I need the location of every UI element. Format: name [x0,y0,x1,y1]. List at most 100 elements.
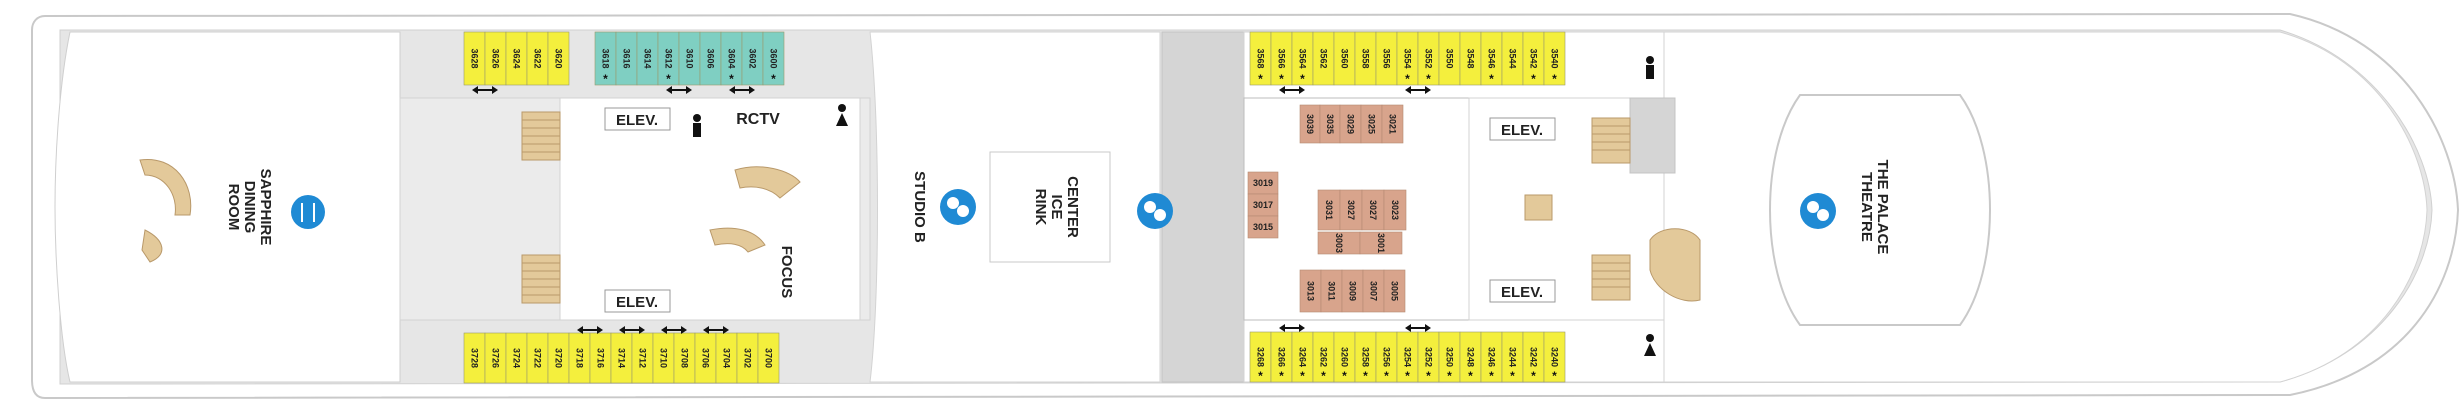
connecting-arrow [1405,324,1431,332]
cabin-3700[interactable] [757,332,780,384]
theatre-label-line-1: THE PALACE [1874,160,1891,255]
spiral-stair-focus-1 [734,166,801,199]
elevator-box [604,289,671,313]
cabin-3240[interactable] [1543,331,1566,383]
cabin-number: 3600 [769,48,779,68]
rctv-label: RCTV [736,111,780,128]
cabin-number: 3544 [1508,48,1518,68]
accessible-marker: * [1384,369,1389,383]
cabin-number: 3566 [1277,48,1287,68]
cabin-number: 3027 [1346,200,1356,220]
cabin-number: 3722 [533,348,543,368]
focus-label: FOCUS [778,246,795,299]
aft-mid-open [559,97,861,321]
studio-b-label: STUDIO B [911,171,928,243]
cabin-3023[interactable] [1383,189,1407,231]
cabin-number: 3256 [1382,347,1392,367]
cabin-number: 3015 [1253,222,1273,232]
elevator-label: ELEV. [1501,284,1543,301]
cabin-number: 3023 [1390,200,1400,220]
dining-icon [291,195,325,229]
accessible-marker: * [1426,369,1431,383]
cabin-number: 3548 [1466,48,1476,68]
palace-theatre-label: THE PALACE THEATRE [1858,160,1891,255]
cabin-number: 3013 [1306,281,1316,301]
cabin-number: 3001 [1376,233,1386,253]
cabin-number: 3700 [764,348,774,368]
spiral-stair-focus-2 [709,227,766,253]
cabin-number: 3250 [1445,347,1455,367]
cabin-number: 3540 [1550,48,1560,68]
cabin-number: 3606 [706,48,716,68]
spiral-stair-fwd [1649,228,1701,302]
cabin-number: 3009 [1348,281,1358,301]
theatre-masks-icon [940,189,976,225]
cabin-number: 3260 [1340,347,1350,367]
cabin-number: 3712 [638,348,648,368]
cabin-number: 3254 [1403,347,1413,367]
cabin-number: 3027 [1368,200,1378,220]
elevator-box [1489,117,1556,141]
accessible-marker: * [603,72,608,86]
connecting-arrow [1405,86,1431,94]
accessible-marker: * [1468,369,1473,383]
cabin-3021[interactable] [1381,104,1404,144]
theatre-label-line-2: THEATRE [1858,172,1875,242]
cabin-number: 3554 [1403,48,1413,68]
cabin-number: 3564 [1298,48,1308,68]
cabin-number: 3706 [701,348,711,368]
accessible-marker: * [1426,72,1431,86]
cabin-3600[interactable] [762,31,785,86]
cabin-number: 3552 [1424,48,1434,68]
stairs-aft-top [521,111,561,161]
cabin-number: 3618 [601,48,611,68]
cabin-number: 3542 [1529,48,1539,68]
elevator-label: ELEV. [616,294,658,311]
rink-label-line-1: CENTER [1064,176,1081,238]
stairs-fwd-top [1591,117,1631,164]
connecting-arrow [666,86,692,94]
cabin-3005[interactable] [1383,269,1406,313]
cabin-number: 3246 [1487,347,1497,367]
cabin-3001[interactable] [1359,231,1403,255]
cabin-number: 3007 [1369,281,1379,301]
accessible-marker: * [1405,369,1410,383]
cabin-number: 3620 [554,48,564,68]
accessible-marker: * [1531,369,1536,383]
cabin-number: 3264 [1298,347,1308,367]
cabin-number: 3558 [1361,48,1371,68]
dining-room-label: SAPPHIRE DINING ROOM [225,169,274,246]
elevator-box [1489,279,1556,303]
spiral-stair-dining [139,158,192,263]
cabin-3620[interactable] [547,31,570,86]
ice-rink-label: CENTER ICE RINK [1032,176,1081,238]
accessible-marker: * [1447,369,1452,383]
accessible-marker: * [1510,369,1515,383]
cabin-3540[interactable] [1543,31,1566,86]
stairs-aft-bottom [521,254,561,304]
connecting-arrow [703,326,729,334]
cabin-number: 3262 [1319,347,1329,367]
accessible-marker: * [729,72,734,86]
cabin-number: 3035 [1325,114,1335,134]
rink-label-line-3: RINK [1032,189,1049,226]
connecting-arrow [1279,324,1305,332]
cabin-3015[interactable] [1247,215,1279,239]
cabin-number: 3612 [664,48,674,68]
theatre-vestibule [1629,97,1676,174]
restroom-icon [1644,334,1656,356]
accessible-marker: * [1531,72,1536,86]
cabin-number: 3626 [491,48,501,68]
cabin-number: 3258 [1361,347,1371,367]
cabin-number: 3242 [1529,347,1539,367]
cabin-number: 3726 [491,348,501,368]
accessible-marker: * [1279,369,1284,383]
cabin-number: 3039 [1305,114,1315,134]
cabin-number: 3240 [1550,347,1560,367]
cabin-number: 3716 [596,348,606,368]
dining-room-area [54,31,461,383]
dining-label-line-1: SAPPHIRE [257,169,274,246]
cabin-number: 3702 [743,348,753,368]
cabin-number: 3031 [1324,200,1334,220]
